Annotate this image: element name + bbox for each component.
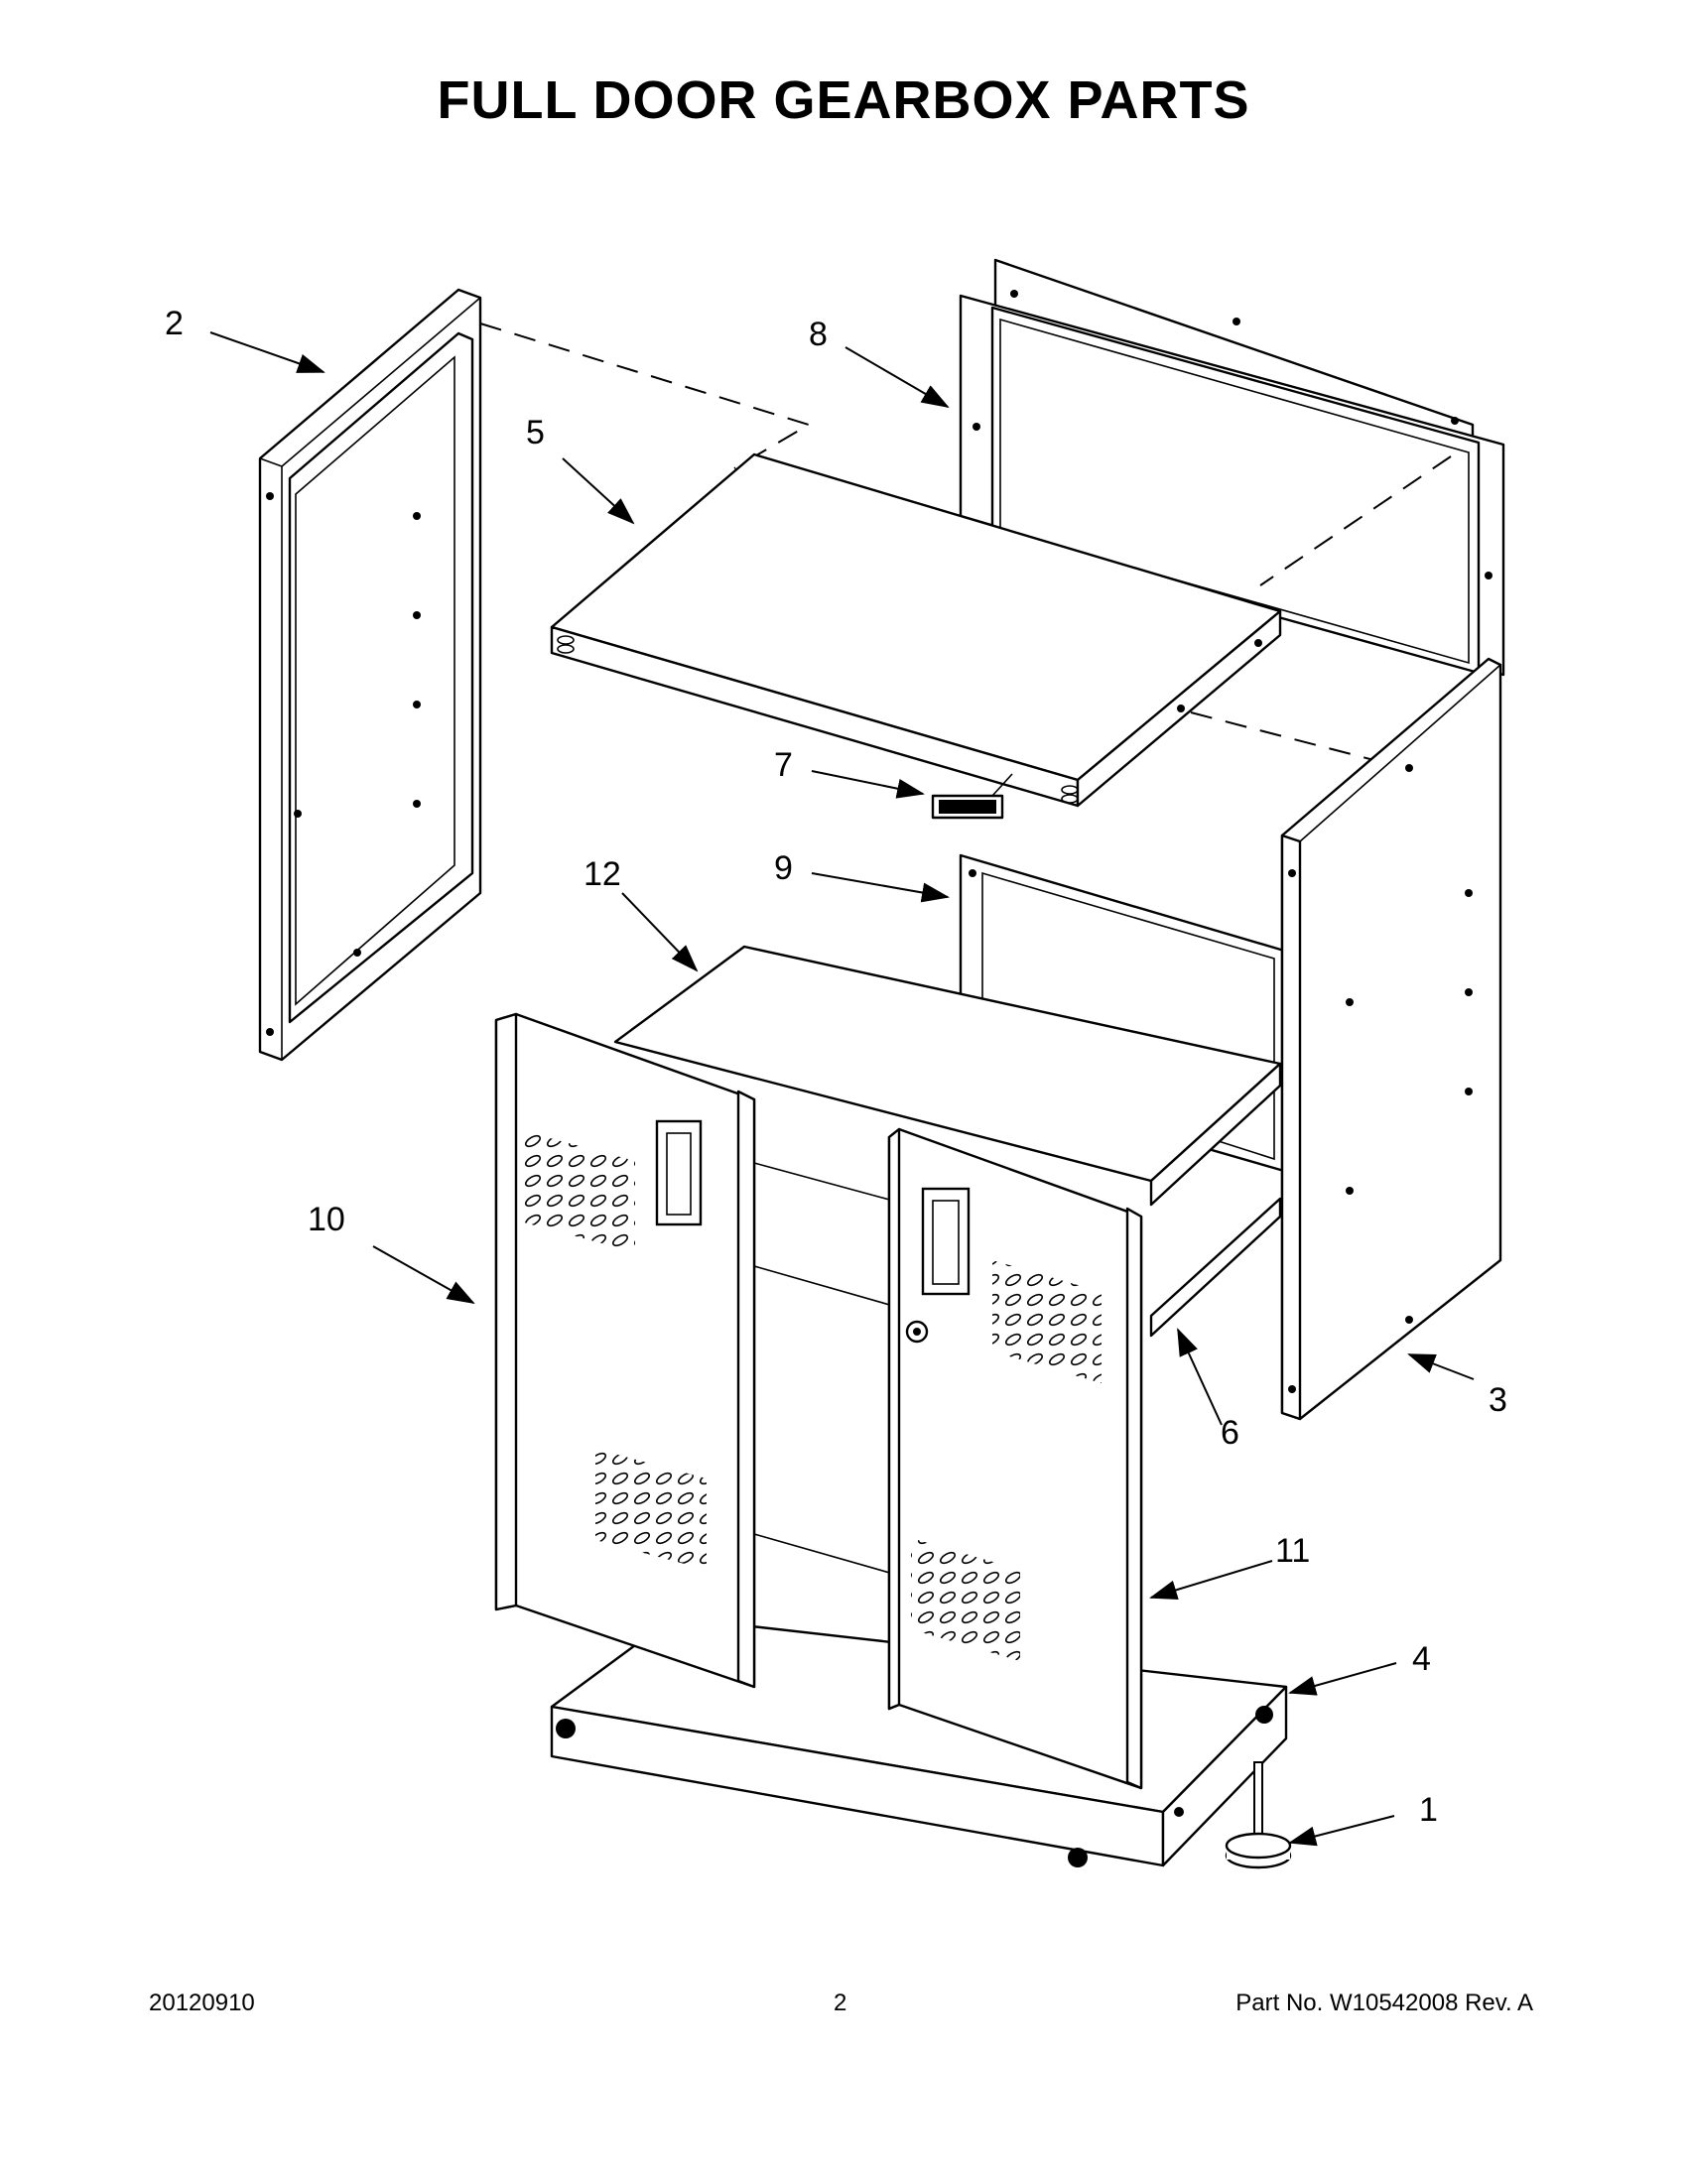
footer-page-number: 2 bbox=[834, 1990, 847, 2016]
callout-11: 11 bbox=[1275, 1532, 1310, 1570]
callout-4: 4 bbox=[1412, 1640, 1431, 1678]
part-10-left-door bbox=[494, 1012, 756, 1689]
callout-12: 12 bbox=[584, 855, 621, 893]
footer-part-number: Part No. W10542008 Rev. A bbox=[1235, 1990, 1533, 2016]
callout-9: 9 bbox=[774, 849, 793, 887]
part-8-rear-panel bbox=[959, 258, 1505, 677]
callout-8: 8 bbox=[809, 316, 828, 353]
page-title: FULL DOOR GEARBOX PARTS bbox=[437, 70, 1250, 130]
part-7-label bbox=[931, 773, 1013, 820]
callout-1: 1 bbox=[1419, 1791, 1438, 1829]
part-3-right-side-panel bbox=[1280, 657, 1502, 1421]
part-6-rail bbox=[753, 1162, 1282, 1575]
callout-5: 5 bbox=[526, 414, 545, 451]
callout-arrows bbox=[209, 331, 1475, 1847]
callout-3: 3 bbox=[1489, 1381, 1507, 1419]
part-11-right-door bbox=[887, 1127, 1143, 1790]
part-5-top-shelf bbox=[550, 452, 1282, 808]
footer-date-code: 20120910 bbox=[149, 1990, 255, 2016]
callout-7: 7 bbox=[774, 746, 793, 784]
part-2-left-side-panel bbox=[258, 288, 482, 1062]
callout-10: 10 bbox=[308, 1201, 345, 1238]
callout-6: 6 bbox=[1221, 1414, 1239, 1452]
part-12-middle-shelf bbox=[613, 945, 1282, 1207]
callout-2: 2 bbox=[165, 305, 184, 342]
